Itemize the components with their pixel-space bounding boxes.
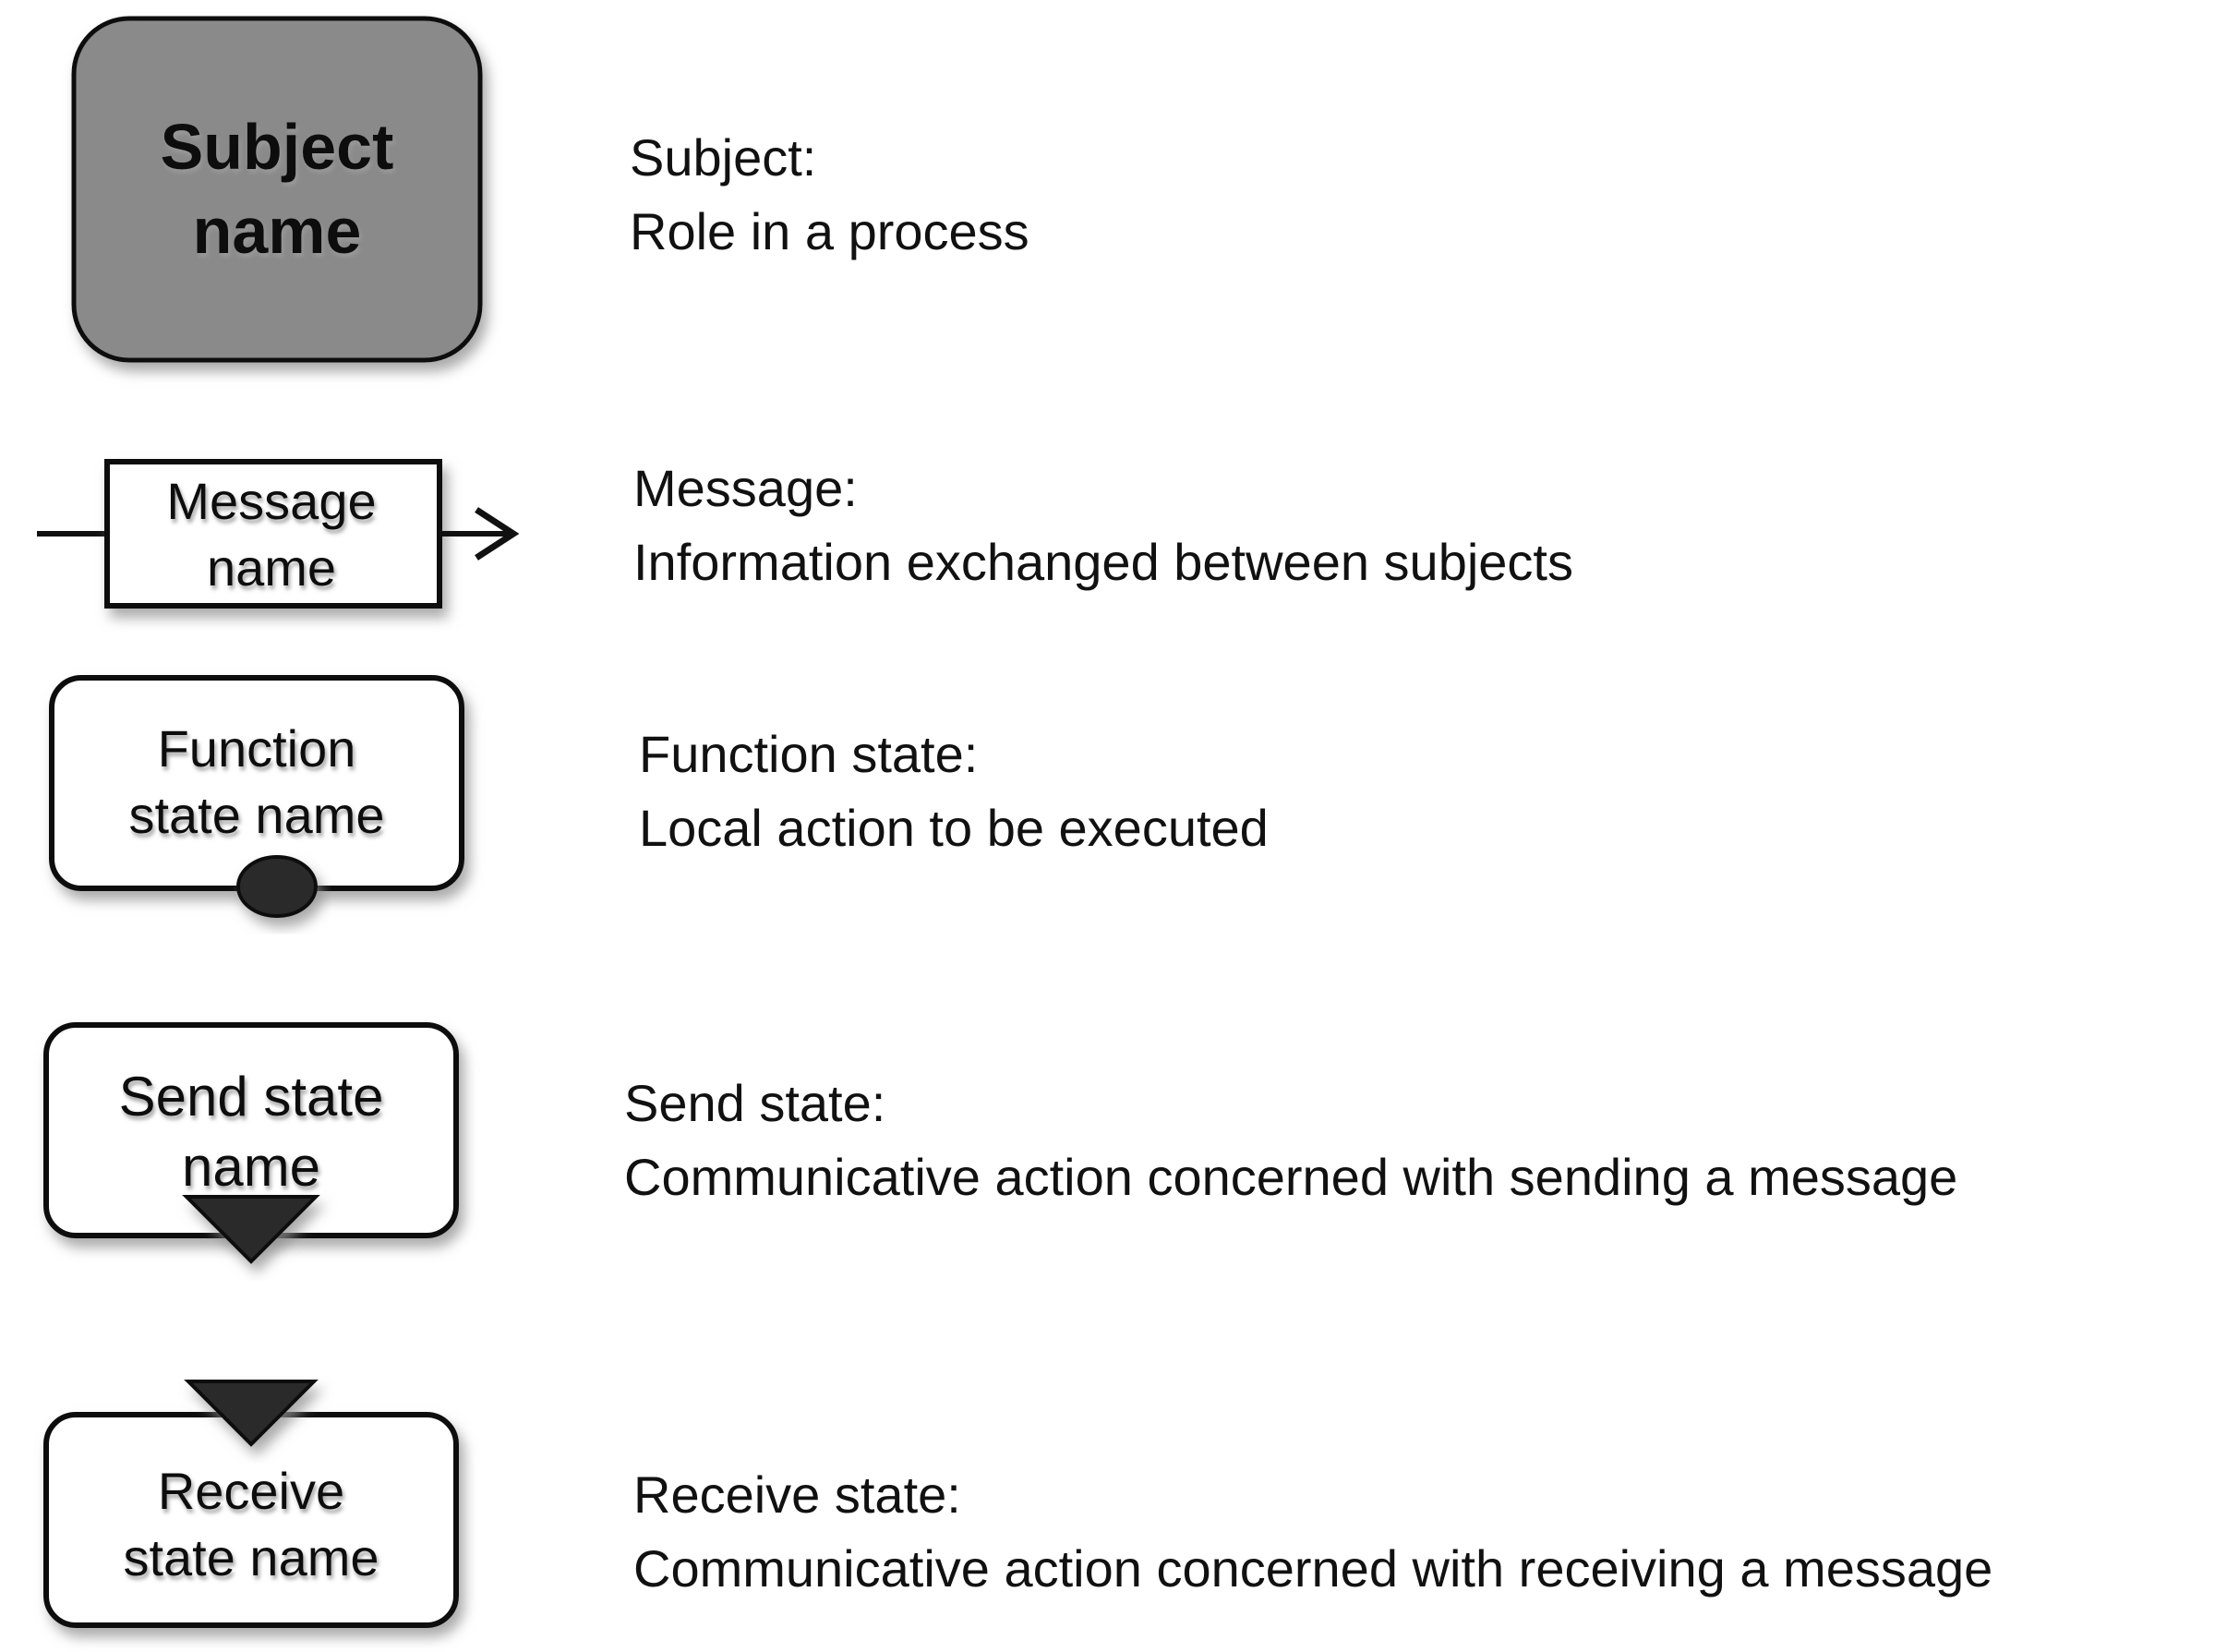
subject-box	[71, 16, 483, 363]
message-symbol-label-line2: name	[207, 538, 336, 597]
receive-state-symbol-label-line2: state name	[123, 1528, 379, 1586]
function-state-description: Function state: Local action to be execu…	[639, 725, 1269, 857]
function-state-symbol-label-line1: Function	[158, 719, 356, 778]
receive-state-symbol-label-line1: Receive	[158, 1462, 344, 1520]
send-state-description: Send state: Communicative action concern…	[624, 1074, 1957, 1206]
send-state-symbol-label-line2: name	[182, 1136, 320, 1198]
receive-state-description-text: Communicative action concerned with rece…	[633, 1539, 1992, 1598]
subject-symbol-label-line1: Subject	[161, 111, 394, 183]
message-description-text: Information exchanged between subjects	[633, 533, 1573, 591]
message-symbol-label-line1: Message	[166, 472, 376, 530]
send-marker-icon	[182, 1195, 320, 1264]
arrow-right-icon	[475, 507, 520, 561]
send-state-symbol: Send state name	[43, 1022, 459, 1264]
subject-symbol: Subject name	[71, 16, 483, 363]
receive-state-symbol: Receive state name	[43, 1380, 459, 1628]
message-description: Message: Information exchanged between s…	[633, 459, 1573, 591]
function-state-box	[49, 675, 464, 891]
message-title: Message:	[633, 459, 858, 517]
subject-description: Subject: Role in a process	[630, 128, 1029, 260]
subject-symbol-label-line2: name	[193, 195, 362, 267]
receive-state-title: Receive state:	[633, 1465, 961, 1524]
function-state-title: Function state:	[639, 725, 978, 783]
receive-marker-icon	[184, 1380, 319, 1447]
message-symbol: Message name	[37, 459, 520, 609]
receive-state-description: Receive state: Communicative action conc…	[633, 1465, 1992, 1598]
function-state-description-text: Local action to be executed	[639, 799, 1269, 857]
send-state-symbol-label-line1: Send state	[119, 1066, 384, 1127]
function-state-symbol-label-line2: state name	[128, 786, 384, 844]
function-state-symbol: Function state name	[49, 675, 464, 918]
function-marker-icon	[236, 855, 318, 918]
send-state-description-text: Communicative action concerned with send…	[624, 1148, 1957, 1206]
subject-description-text: Role in a process	[630, 202, 1029, 260]
subject-title: Subject:	[630, 128, 816, 187]
send-state-title: Send state:	[624, 1074, 885, 1132]
